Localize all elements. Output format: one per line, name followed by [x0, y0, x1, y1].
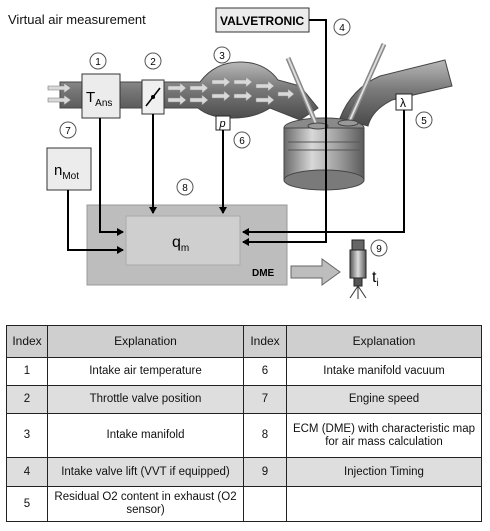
row-explanation: Intake air temperature	[47, 357, 244, 386]
exhaust-valve	[337, 42, 387, 127]
row-index: 5	[6, 486, 48, 522]
injector-icon	[349, 239, 367, 299]
airflow-arrows	[167, 76, 295, 106]
row-explanation: Intake manifold	[47, 413, 244, 458]
table-row: 2 Throttle valve position 7 Engine speed	[6, 385, 482, 414]
row-explanation: Intake valve lift (VVT if equipped)	[47, 457, 244, 487]
virtual-air-measurement-diagram: Virtual air measurement qm DME	[8, 7, 453, 299]
callout-9: 9	[370, 239, 388, 257]
n-mot-sensor-box	[46, 147, 92, 191]
svg-text:9: 9	[376, 244, 382, 255]
pressure-sensor-label: p	[219, 118, 226, 130]
t-ans-label: TAns	[86, 89, 112, 109]
dme-to-injector-arrow	[290, 258, 341, 286]
signal-lines	[67, 19, 405, 254]
row-index: 8	[243, 413, 287, 458]
table-row: 3 Intake manifold 8 ECM (DME) with chara…	[6, 413, 482, 458]
svg-text:3: 3	[219, 51, 225, 62]
valvetronic-box	[215, 7, 310, 33]
callout-2: 2	[144, 52, 162, 70]
callout-1: 1	[89, 52, 107, 70]
row-explanation: Throttle valve position	[47, 385, 244, 414]
row-explanation	[286, 486, 482, 522]
row-explanation: Engine speed	[286, 385, 482, 414]
svg-text:1: 1	[95, 57, 101, 68]
header-index-2: Index	[243, 325, 287, 358]
exhaust-pipe	[339, 59, 453, 127]
row-explanation: Residual O2 content in exhaust (O2 senso…	[47, 486, 244, 522]
row-index: 7	[243, 385, 287, 414]
cylinder-bottom	[283, 169, 365, 191]
svg-text:6: 6	[239, 136, 245, 147]
table-row: 1 Intake air temperature 6 Intake manifo…	[6, 357, 482, 386]
row-index: 6	[243, 357, 287, 386]
row-index: 1	[6, 357, 48, 386]
row-index	[243, 486, 287, 522]
table-header-row: Index Explanation Index Explanation	[6, 325, 482, 358]
row-explanation: Intake manifold vacuum	[286, 357, 482, 386]
row-index: 9	[243, 457, 287, 487]
dme-label: DME	[252, 268, 275, 279]
ti-label: ti	[372, 269, 379, 289]
callout-6: 6	[233, 131, 251, 149]
intake-valve	[285, 57, 329, 130]
valvetronic-label: VALVETRONIC	[220, 14, 305, 28]
svg-text:4: 4	[339, 23, 345, 34]
row-index: 4	[6, 457, 48, 487]
header-index-1: Index	[6, 325, 48, 358]
svg-text:8: 8	[182, 183, 188, 194]
header-explanation-1: Explanation	[47, 325, 244, 358]
row-index: 2	[6, 385, 48, 414]
callout-3: 3	[213, 46, 231, 64]
explanation-table: Index Explanation Index Explanation 1 In…	[6, 325, 482, 522]
lambda-sensor-label: λ	[400, 96, 406, 110]
svg-text:2: 2	[150, 57, 156, 68]
t-ans-sensor-box	[81, 73, 121, 119]
header-explanation-2: Explanation	[286, 325, 482, 358]
callout-4: 4	[333, 18, 351, 36]
table-row: 5 Residual O2 content in exhaust (O2 sen…	[6, 486, 482, 522]
table-row: 4 Intake valve lift (VVT if equipped) 9 …	[6, 457, 482, 487]
row-index: 3	[6, 413, 48, 458]
callout-7: 7	[59, 121, 77, 139]
callout-5: 5	[415, 111, 433, 129]
row-explanation: Injection Timing	[286, 457, 482, 487]
diagram-title: Virtual air measurement	[8, 12, 146, 27]
inlet-arrows	[47, 82, 72, 106]
svg-text:7: 7	[65, 126, 71, 137]
qm-box	[125, 215, 241, 266]
n-mot-label: nMot	[54, 162, 79, 182]
qm-label: qm	[172, 234, 189, 254]
svg-text:5: 5	[421, 116, 427, 127]
row-explanation: ECM (DME) with characteristic map for ai…	[286, 413, 482, 458]
callout-8: 8	[176, 178, 194, 196]
